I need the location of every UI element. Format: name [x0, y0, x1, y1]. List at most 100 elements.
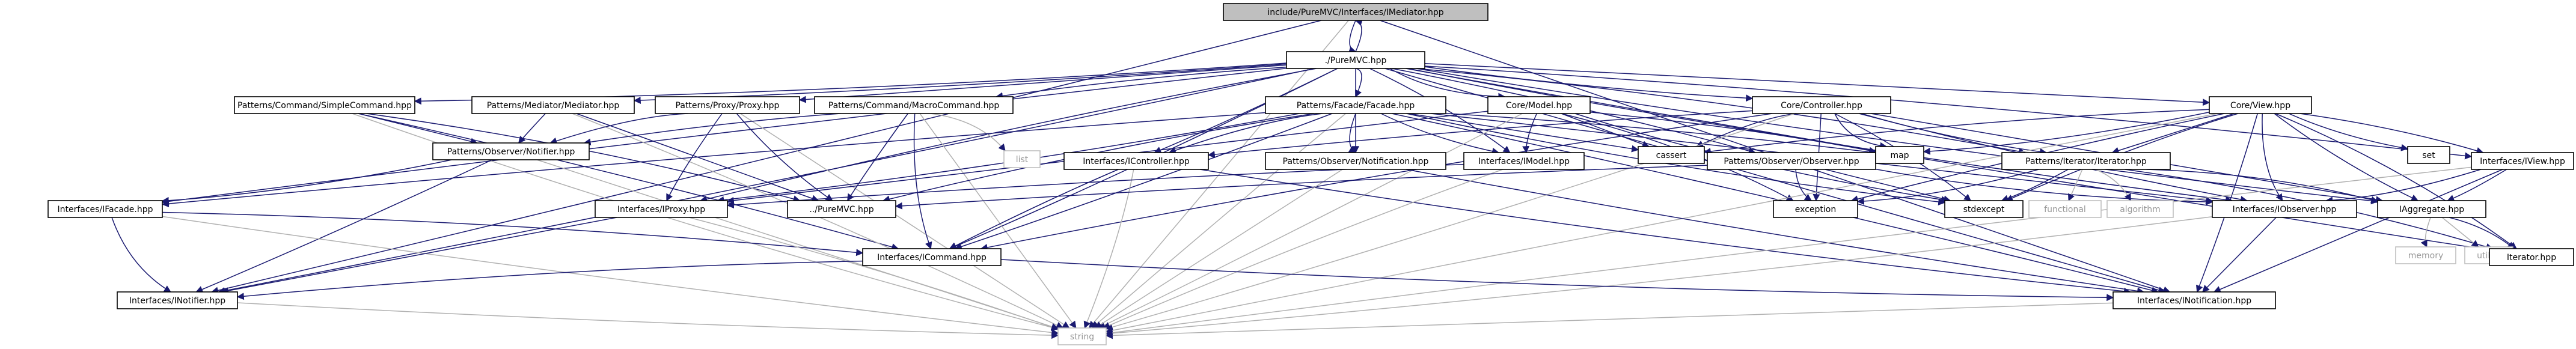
edge-PureMVC-to-MacroCommand [996, 66, 1287, 100]
edge-MacroCommand-to-PureMVC2 [847, 113, 908, 202]
node-box-IFacade [47, 200, 163, 218]
edge-IView-to-IObserver [2325, 169, 2481, 204]
edge-IView-to-IAggregate [2447, 169, 2507, 202]
edge-Proxy-to-IProxy [666, 113, 723, 202]
edge-IProxy-to-INotifier [221, 217, 617, 294]
edge-PureMVC-to-View [1424, 62, 2210, 106]
edge-View-to-set [2288, 113, 2409, 151]
edge-IAggregate-to-IteratorHpp [2449, 217, 2515, 249]
node-string[interactable]: string [1057, 327, 1107, 345]
node-box-PureMVC2 [787, 200, 896, 218]
node-label-INotification: Interfaces/INotification.hpp [2137, 296, 2251, 306]
edge-View-to-cassert [1703, 109, 2210, 155]
node-exception[interactable]: exception [1773, 200, 1858, 218]
node-box-IProxy [595, 200, 728, 218]
node-algorithm[interactable]: algorithm [2106, 200, 2174, 218]
node-IteratorHpp[interactable]: Iterator.hpp [2489, 248, 2574, 266]
edge-IView-to-INotification [2213, 169, 2503, 293]
node-IView[interactable]: Interfaces/IView.hpp [2471, 152, 2574, 170]
edge-Facade-to-IFacade [161, 112, 1266, 208]
node-Observer[interactable]: Patterns/Observer/Observer.hpp [1707, 152, 1876, 170]
node-INotification[interactable]: Interfaces/INotification.hpp [2113, 291, 2276, 309]
node-Iterator[interactable]: Patterns/Iterator/Iterator.hpp [2001, 152, 2171, 170]
edge-IFacade-to-INotifier [111, 217, 171, 293]
node-IModel[interactable]: Interfaces/IModel.hpp [1463, 152, 1585, 170]
node-label-functional: functional [2044, 205, 2086, 214]
node-box-IteratorHpp [2489, 248, 2574, 266]
edge-Mediator-to-Notifier [518, 113, 546, 144]
node-box-Iterator [2001, 152, 2171, 170]
edge-View-to-string [1105, 113, 2218, 334]
edge-IObserver-to-string [1105, 216, 2213, 337]
node-box-Notifier [432, 142, 590, 160]
node-list[interactable]: list [1003, 150, 1041, 168]
node-label-INotifier: Interfaces/INotifier.hpp [129, 296, 225, 306]
node-IProxy[interactable]: Interfaces/IProxy.hpp [595, 200, 728, 218]
edge-PureMVC-to-IProxy [700, 68, 1317, 203]
node-MacroCommand[interactable]: Patterns/Command/MacroCommand.hpp [814, 96, 1014, 114]
edge-Iterator-to-stdexcept [2001, 169, 2069, 202]
node-IObserver[interactable]: Interfaces/IObserver.hpp [2212, 200, 2357, 218]
node-box-Model [1487, 96, 1591, 114]
node-Proxy[interactable]: Patterns/Proxy/Proxy.hpp [655, 96, 800, 114]
node-label-MacroCommand: Patterns/Command/MacroCommand.hpp [828, 101, 1000, 111]
node-box-IMediator [1223, 3, 1488, 21]
edge-Model-to-string [1098, 113, 1523, 329]
node-Notifier[interactable]: Patterns/Observer/Notifier.hpp [432, 142, 590, 160]
node-ICommand[interactable]: Interfaces/ICommand.hpp [862, 248, 1002, 266]
edge-Facade-to-IController [1168, 113, 1323, 154]
edge-IFacade-to-string [162, 216, 1059, 336]
node-IFacade[interactable]: Interfaces/IFacade.hpp [47, 200, 163, 218]
node-Controller[interactable]: Core/Controller.hpp [1752, 96, 1891, 114]
node-map[interactable]: map [1875, 146, 1924, 164]
edge-PureMVC-to-SimpleCommand [414, 62, 1287, 105]
node-label-Model: Core/Model.hpp [1506, 101, 1572, 111]
edge-PureMVC-to-INotifier [218, 68, 1315, 294]
node-label-IteratorHpp: Iterator.hpp [2507, 253, 2556, 263]
edge-View-to-Iterator [2111, 113, 2235, 154]
node-functional[interactable]: functional [2028, 200, 2102, 218]
edge-PureMVC-to-Proxy [798, 64, 1287, 103]
node-Mediator[interactable]: Patterns/Mediator/Mediator.hpp [471, 96, 635, 114]
node-Model[interactable]: Core/Model.hpp [1487, 96, 1591, 114]
node-IMediator[interactable]: include/PureMVC/Interfaces/IMediator.hpp [1223, 3, 1488, 21]
edge-Controller-to-IController [1207, 110, 1753, 159]
node-stdexcept[interactable]: stdexcept [1944, 200, 2024, 218]
edge-Controller-to-string [1105, 113, 1795, 331]
edge-View-to-INotification [2195, 113, 2258, 293]
edge-Controller-to-cassert [1696, 113, 1796, 147]
edge-PureMVC-to-IView [1424, 65, 2473, 160]
node-PureMVC2[interactable]: ../PureMVC.hpp [787, 200, 896, 218]
node-IAggregate[interactable]: IAggregate.hpp [2377, 200, 2486, 218]
node-SimpleCommand[interactable]: Patterns/Command/SimpleCommand.hpp [234, 96, 415, 114]
node-box-exception [1773, 200, 1858, 218]
edge-View-to-map [1923, 112, 2210, 155]
node-cassert[interactable]: cassert [1638, 146, 1705, 164]
edge-ICommand-to-INotifier [236, 260, 863, 300]
edge-View-to-IView [2299, 113, 2484, 154]
node-Notification[interactable]: Patterns/Observer/Notification.hpp [1265, 152, 1446, 170]
node-box-string [1057, 327, 1107, 345]
edge-PureMVC-to-IMediator [1354, 19, 1363, 52]
edge-Proxy-to-PureMVC2 [736, 113, 833, 201]
node-View[interactable]: Core/View.hpp [2209, 96, 2312, 114]
edge-IModel-to-string [1103, 169, 1504, 329]
edge-Proxy-to-string [740, 113, 1070, 329]
node-set[interactable]: set [2407, 146, 2450, 164]
node-memory[interactable]: memory [2395, 246, 2456, 264]
edge-Model-to-cassert [1561, 113, 1650, 148]
node-Facade[interactable]: Patterns/Facade/Facade.hpp [1265, 96, 1446, 114]
edge-View-to-IObserver [2262, 113, 2283, 201]
edge-Facade-to-string [1091, 113, 1346, 329]
node-PureMVC[interactable]: ./PureMVC.hpp [1286, 51, 1425, 69]
node-label-Facade: Patterns/Facade/Facade.hpp [1297, 101, 1415, 111]
node-IController[interactable]: Interfaces/IController.hpp [1063, 152, 1209, 170]
node-label-map: map [1890, 151, 1909, 160]
edge-Notification-to-string [1094, 169, 1343, 329]
edge-INotifier-to-string [237, 302, 1059, 339]
node-INotifier[interactable]: Interfaces/INotifier.hpp [117, 291, 238, 309]
edge-PureMVC-to-IAggregate [1416, 68, 2379, 205]
node-box-INotifier [117, 291, 238, 309]
edge-PureMVC-to-Controller [1424, 66, 1754, 102]
node-label-IAggregate: IAggregate.hpp [2399, 205, 2464, 214]
